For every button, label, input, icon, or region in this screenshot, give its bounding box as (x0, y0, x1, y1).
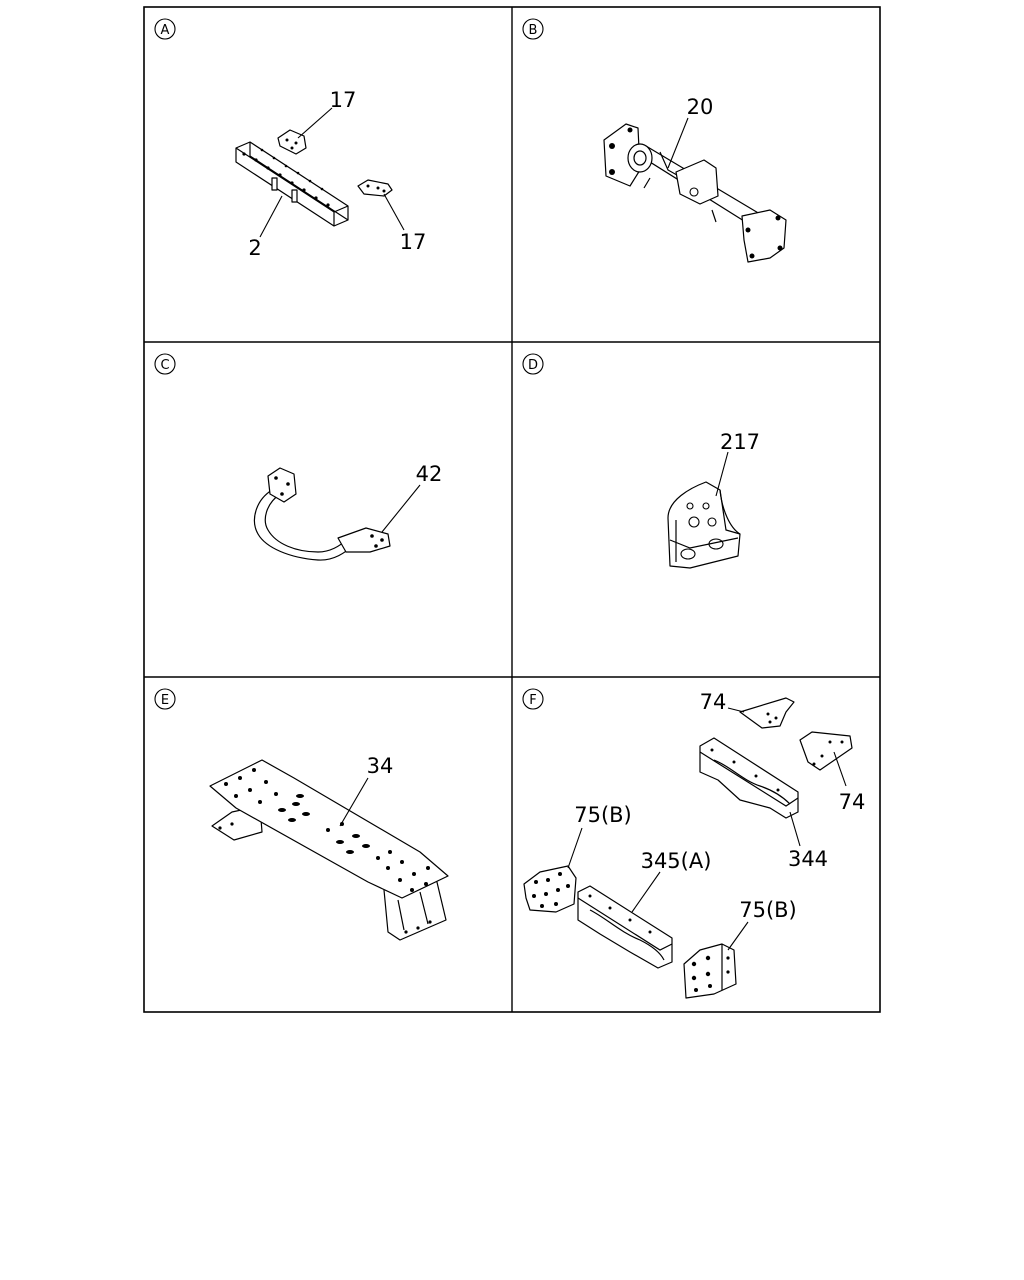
callout-34: 34 (367, 754, 394, 778)
callout-217: 217 (720, 430, 760, 454)
panel-a-letter-badge: A (154, 18, 176, 40)
panel-d-letter: D (528, 358, 538, 373)
panel-e-letter-badge: E (154, 688, 176, 710)
part-42-bent-tube (253, 467, 391, 561)
panel-f: F (522, 688, 866, 999)
panel-f-letter: F (529, 693, 536, 708)
callout-17-upper: 17 (330, 88, 357, 112)
panel-c-leaders (381, 484, 421, 533)
panel-d: D 217 (522, 353, 760, 569)
panel-e-letter: E (161, 693, 169, 708)
part-75b-bracket-right (683, 943, 737, 999)
part-74-plate-upper (739, 697, 795, 729)
panel-d-letter-badge: D (522, 353, 544, 375)
callout-75b-right: 75(B) (739, 898, 797, 922)
panel-e-leaders (339, 777, 369, 827)
callout-17-lower: 17 (400, 230, 427, 254)
part-17-bracket-upper (277, 129, 307, 155)
panel-a: A (154, 18, 427, 260)
panel-c-letter: C (160, 358, 169, 373)
diagram-grid (143, 6, 881, 1013)
callout-2: 2 (248, 236, 261, 260)
callout-74-right: 74 (839, 790, 866, 814)
part-74-bracket-right (799, 731, 853, 771)
part-345a-crossmember (577, 885, 673, 969)
callout-20: 20 (687, 95, 714, 119)
part-75b-bracket-left (523, 865, 577, 913)
callout-75b-left: 75(B) (574, 803, 632, 827)
panel-f-leaders (567, 707, 847, 951)
callout-344: 344 (788, 847, 828, 871)
panel-e: E (154, 688, 449, 941)
part-20-crossmember-tube (603, 123, 787, 263)
panel-c: C 42 (154, 353, 443, 561)
part-34-crossmember-plate (209, 759, 449, 941)
panel-d-leaders (715, 451, 729, 497)
callout-74-upper: 74 (700, 690, 727, 714)
panel-a-leaders (259, 107, 405, 238)
panel-a-letter: A (161, 23, 170, 38)
panel-b-leaders (667, 117, 689, 169)
callout-345a: 345(A) (641, 849, 712, 873)
panel-b-letter-badge: B (522, 18, 544, 40)
part-2-crossmember (235, 141, 349, 227)
part-217-bracket-plate (667, 481, 741, 569)
panel-b-letter: B (529, 23, 538, 38)
part-344-crossmember (699, 737, 799, 819)
callout-42: 42 (416, 462, 443, 486)
panel-b: B 20 (522, 18, 787, 263)
part-17-bracket-lower (357, 179, 393, 197)
panel-c-letter-badge: C (154, 353, 176, 375)
panel-f-letter-badge: F (522, 688, 544, 710)
